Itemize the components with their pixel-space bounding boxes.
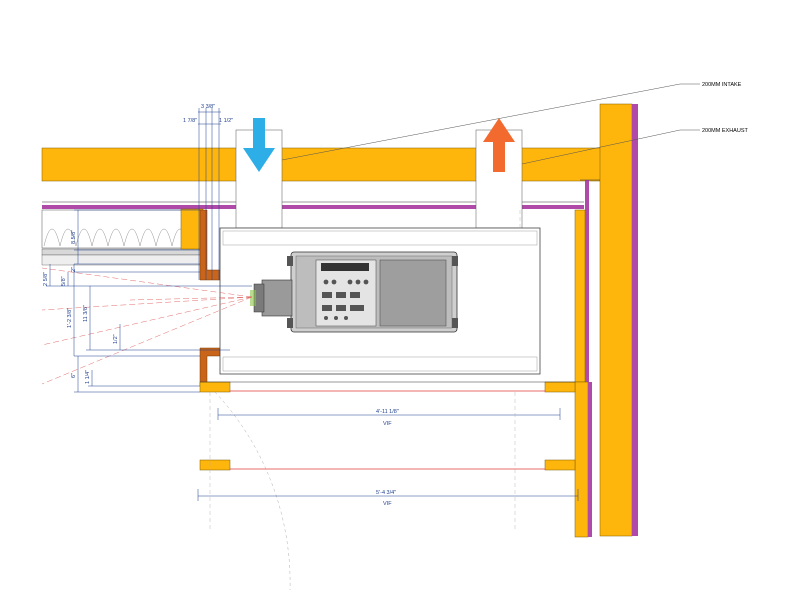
lower-bracket — [199, 347, 221, 387]
exhaust-callout: 200MM EXHAUST — [702, 128, 748, 134]
dim-1-2: 1/2" — [113, 334, 119, 344]
right-soffit-wood — [574, 209, 586, 383]
intake-callout: 200MM INTAKE — [702, 82, 742, 88]
dim-11-3-8: 11 3/8" — [83, 305, 89, 322]
dim-1-2-3-8: 1'-2 3/8" — [67, 308, 73, 328]
construction-lines — [209, 210, 521, 530]
swing-arc — [214, 391, 291, 591]
intake-arrow-icon — [243, 118, 275, 172]
dim-outer-width: 5'-4 3/4" — [376, 490, 396, 496]
dim-inner-width-note: VIF — [383, 421, 392, 427]
width-dimensions: 4'-11 1/8" VIF 5'-4 3/4" VIF — [197, 408, 579, 507]
left-lower-block — [199, 459, 231, 471]
right-column-membrane — [632, 104, 638, 536]
dim-1-7-8: 1 7/8" — [183, 118, 197, 124]
dim-outer-width-note: VIF — [383, 501, 392, 507]
callout-leaders — [281, 83, 700, 165]
right-ledger — [544, 381, 576, 393]
projector-lens — [261, 279, 293, 317]
dim-2: 2" — [71, 267, 77, 272]
dim-5-8: 5/8" — [61, 276, 67, 286]
ducts — [235, 118, 523, 229]
upper-bracket — [199, 209, 221, 281]
left-dimensions: 8 5/8" 2" 2 5/8" 5/8" 1'-2 3/8" 11 3/8" … — [43, 209, 252, 393]
projection-rays — [41, 267, 253, 385]
dim-1-1-4: 1 1/4" — [85, 370, 91, 384]
dim-6: 6" — [71, 373, 77, 378]
dim-2-5-8: 2 5/8" — [43, 272, 49, 286]
beam-membrane — [42, 205, 584, 209]
dim-8-5-8: 8 5/8" — [71, 230, 77, 244]
right-lining — [574, 381, 589, 538]
top-dimensions: 3 3/8" 1 7/8" 1 1/2" — [183, 104, 233, 280]
right-lower-block — [544, 459, 576, 471]
dim-inner-width: 4'-11 1/8" — [376, 409, 399, 415]
left-ledger — [199, 381, 231, 393]
exhaust-arrow-icon — [483, 118, 515, 172]
dim-3-3-8: 3 3/8" — [201, 104, 215, 110]
joist — [180, 208, 204, 250]
right-column — [599, 103, 633, 537]
enclosure — [219, 227, 541, 375]
dim-1-1-2: 1 1/2" — [219, 118, 233, 124]
insulation — [41, 209, 203, 249]
